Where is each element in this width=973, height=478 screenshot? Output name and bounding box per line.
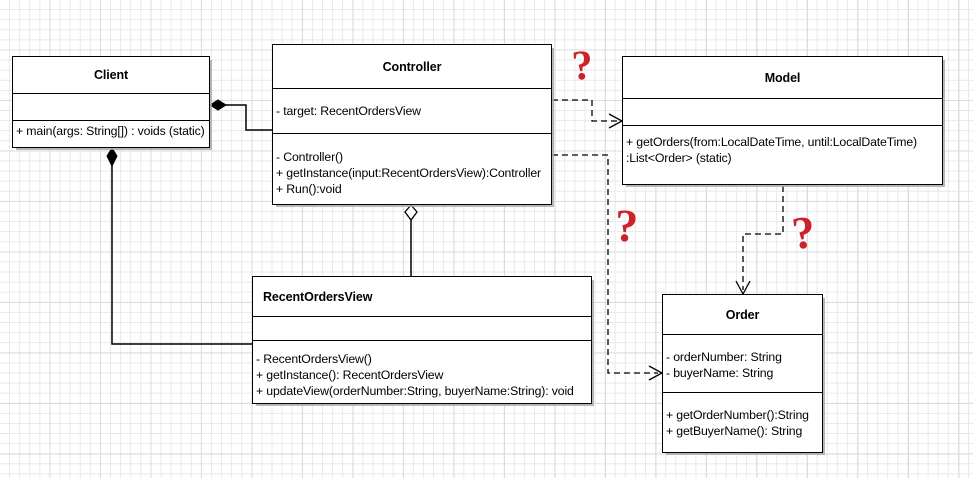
class-attributes-client [13, 94, 209, 121]
filled-diamond-marker [106, 147, 118, 168]
class-name-order: Order [663, 295, 822, 335]
class-member: - buyerName: String [666, 366, 774, 380]
class-member: + getOrders(from:LocalDateTime, until:Lo… [626, 135, 917, 149]
annotation-question-mark-controller-order: ? [614, 199, 639, 252]
class-methods-recentordersview: - RecentOrdersView() + getInstance(): Re… [253, 341, 591, 401]
class-member: - target: RecentOrdersView [276, 104, 421, 118]
class-box-recentordersview[interactable]: RecentOrdersView - RecentOrdersView() + … [252, 276, 592, 404]
edge-controller-model [552, 99, 624, 129]
class-attributes-recentordersview [253, 317, 591, 341]
filled-diamond-marker [209, 99, 227, 111]
class-attributes-controller: - target: RecentOrdersView [273, 89, 551, 134]
class-member: + Run():void [276, 182, 342, 196]
class-member: - RecentOrdersView() [256, 352, 372, 366]
edge-controller-recentordersview [404, 204, 418, 276]
class-attributes-order: - orderNumber: String - buyerName: Strin… [663, 335, 822, 393]
edge-client-controller [209, 99, 272, 131]
class-methods-model: + getOrders(from:LocalDateTime, until:Lo… [623, 126, 942, 168]
class-member: - orderNumber: String [666, 350, 782, 364]
class-member: - Controller() [276, 150, 343, 164]
class-member: + updateView(orderNumber:String, buyerNa… [256, 384, 574, 398]
class-methods-order: + getOrderNumber():String + getBuyerName… [663, 393, 822, 441]
class-box-client[interactable]: Client + main(args: String[]) : voids (s… [12, 56, 210, 148]
class-box-order[interactable]: Order - orderNumber: String - buyerName:… [662, 294, 823, 453]
class-member: + getOrderNumber():String [666, 408, 809, 422]
class-member: + main(args: String[]) : voids (static) [16, 124, 205, 138]
class-name-client: Client [13, 57, 209, 94]
class-methods-client: + main(args: String[]) : voids (static) [13, 121, 209, 141]
class-member: :List<Order> (static) [626, 151, 732, 165]
class-attributes-model [623, 99, 942, 126]
class-name-controller: Controller [273, 45, 551, 89]
class-name-model: Model [623, 57, 942, 99]
class-member: + getInstance(input:RecentOrdersView):Co… [276, 166, 541, 180]
class-member: + getInstance(): RecentOrdersView [256, 368, 444, 382]
class-methods-controller: - Controller() + getInstance(input:Recen… [273, 134, 551, 199]
hollow-diamond-marker [404, 204, 418, 222]
class-member: + getBuyerName(): String [666, 424, 803, 438]
edge-client-recentordersview [106, 147, 252, 345]
annotation-question-mark-controller-model: ? [570, 42, 595, 90]
class-box-controller[interactable]: Controller - target: RecentOrdersView - … [272, 44, 552, 205]
class-box-model[interactable]: Model + getOrders(from:LocalDateTime, un… [622, 56, 943, 185]
edge-model-order [735, 186, 784, 296]
class-name-recentordersview: RecentOrdersView [253, 277, 591, 317]
